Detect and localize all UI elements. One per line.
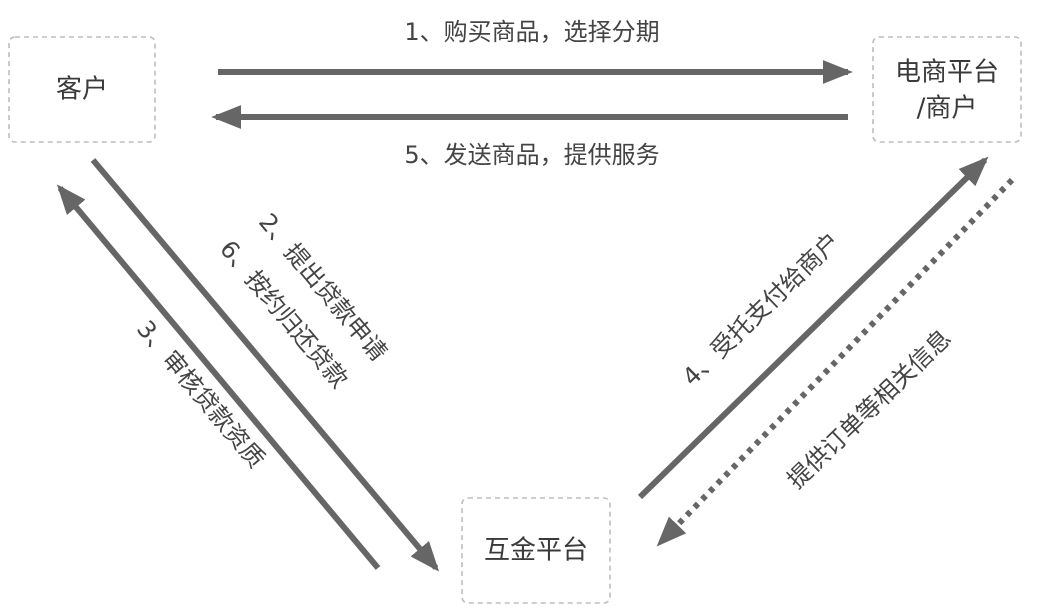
arrow-step3	[56, 184, 381, 570]
edge-label-step5: 5、发送商品，提供服务	[404, 141, 659, 169]
node-ecommerce-label-line1: 电商平台	[895, 58, 999, 88]
arrow-order-info	[656, 177, 1015, 547]
edge-label-step1: 1、购买商品，选择分期	[404, 18, 659, 46]
arrow-step4	[637, 156, 989, 500]
node-finance-label: 互金平台	[484, 536, 588, 566]
edge-label-step4: 4、受托支付给商户	[677, 227, 846, 391]
arrow-step2-6	[90, 158, 440, 572]
node-ecommerce-label-line2: /商户	[917, 94, 978, 124]
node-customer: 客户	[8, 36, 156, 143]
node-ecommerce: 电商平台 /商户	[872, 36, 1022, 143]
node-customer-label: 客户	[56, 75, 108, 105]
edge-label-step3: 3、审核贷款资质	[131, 315, 270, 473]
node-finance: 互金平台	[461, 497, 611, 604]
edge-label-order-info: 提供订单等相关信息	[782, 324, 957, 494]
